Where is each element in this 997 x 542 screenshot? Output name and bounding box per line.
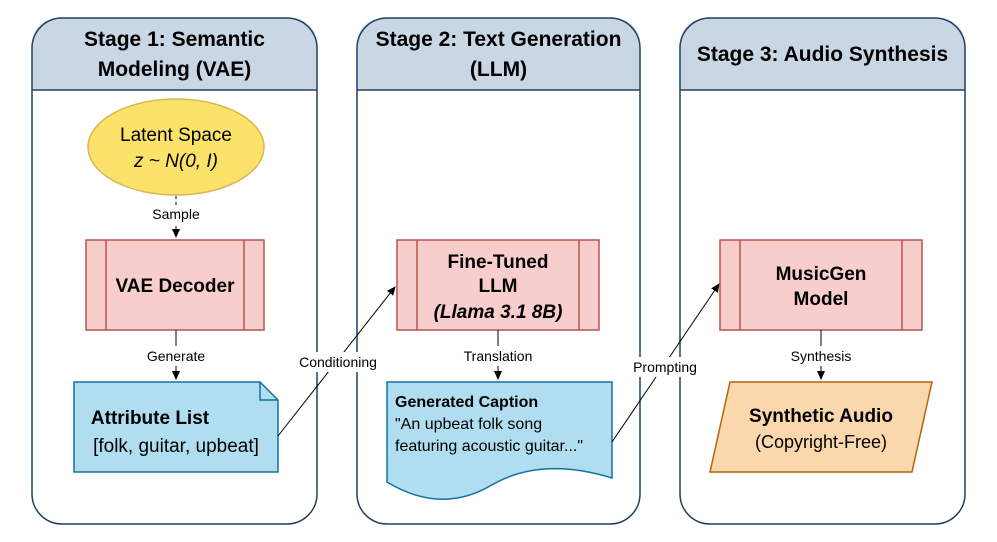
stage-1-title-line1: Stage 1: Semantic <box>84 28 265 51</box>
llm-label-line2: LLM <box>478 276 517 297</box>
llm-label-line1: Fine-Tuned <box>448 252 549 273</box>
attribute-list-title: Attribute List <box>91 408 210 429</box>
stage-3-title-line1: Stage 3: Audio Synthesis <box>697 43 948 66</box>
latent-space-node: Latent Space z ~ N(0, I) <box>87 98 265 196</box>
attribute-list-values: [folk, guitar, upbeat] <box>93 436 259 457</box>
synthetic-audio-subtitle: (Copyright-Free) <box>755 432 887 452</box>
llm-model-name: (Llama 3.1 8B) <box>434 302 563 323</box>
prompting-label: Prompting <box>633 359 697 375</box>
stage-1-panel: Stage 1: Semantic Modeling (VAE) <box>31 17 318 525</box>
vae-decoder-node: VAE Decoder <box>85 239 265 331</box>
synthetic-audio-title: Synthetic Audio <box>749 406 893 427</box>
musicgen-label-line1: MusicGen <box>776 264 867 285</box>
attribute-list-node: Attribute List [folk, guitar, upbeat] <box>73 381 279 473</box>
vae-decoder-label: VAE Decoder <box>116 276 236 297</box>
stage-2-title-line1: Stage 2: Text Generation <box>376 28 622 51</box>
synthesis-edge: Synthesis <box>779 330 863 380</box>
stage-2-panel: Stage 2: Text Generation (LLM) <box>356 17 641 525</box>
musicgen-label-line2: Model <box>794 289 849 310</box>
latent-space-label: Latent Space <box>120 125 232 146</box>
translation-edge: Translation <box>450 330 546 380</box>
generate-edge: Generate <box>132 330 220 380</box>
generated-caption-node: Generated Caption "An upbeat folk song f… <box>386 381 613 500</box>
stage-1-title-line2: Modeling (VAE) <box>98 58 252 81</box>
conditioning-edge: Conditioning <box>277 286 396 437</box>
generated-caption-title: Generated Caption <box>395 394 538 411</box>
translation-label: Translation <box>464 348 533 364</box>
synthesis-label: Synthesis <box>791 348 852 364</box>
synthetic-audio-node: Synthetic Audio (Copyright-Free) <box>709 381 933 473</box>
prompting-edge: Prompting <box>611 283 720 443</box>
latent-space-formula: z ~ N(0, I) <box>133 151 218 172</box>
musicgen-node: MusicGen Model <box>719 239 923 331</box>
sample-label: Sample <box>152 206 200 222</box>
sample-edge: Sample <box>140 196 212 238</box>
stage-2-title-line2: (LLM) <box>470 58 527 81</box>
generate-label: Generate <box>147 348 206 364</box>
generated-caption-line1: "An upbeat folk song <box>395 416 542 433</box>
llm-node: Fine-Tuned LLM (Llama 3.1 8B) <box>396 239 600 331</box>
conditioning-label: Conditioning <box>299 354 377 370</box>
generated-caption-line2: featuring acoustic guitar..." <box>395 438 583 455</box>
stage-3-panel: Stage 3: Audio Synthesis <box>679 17 966 525</box>
